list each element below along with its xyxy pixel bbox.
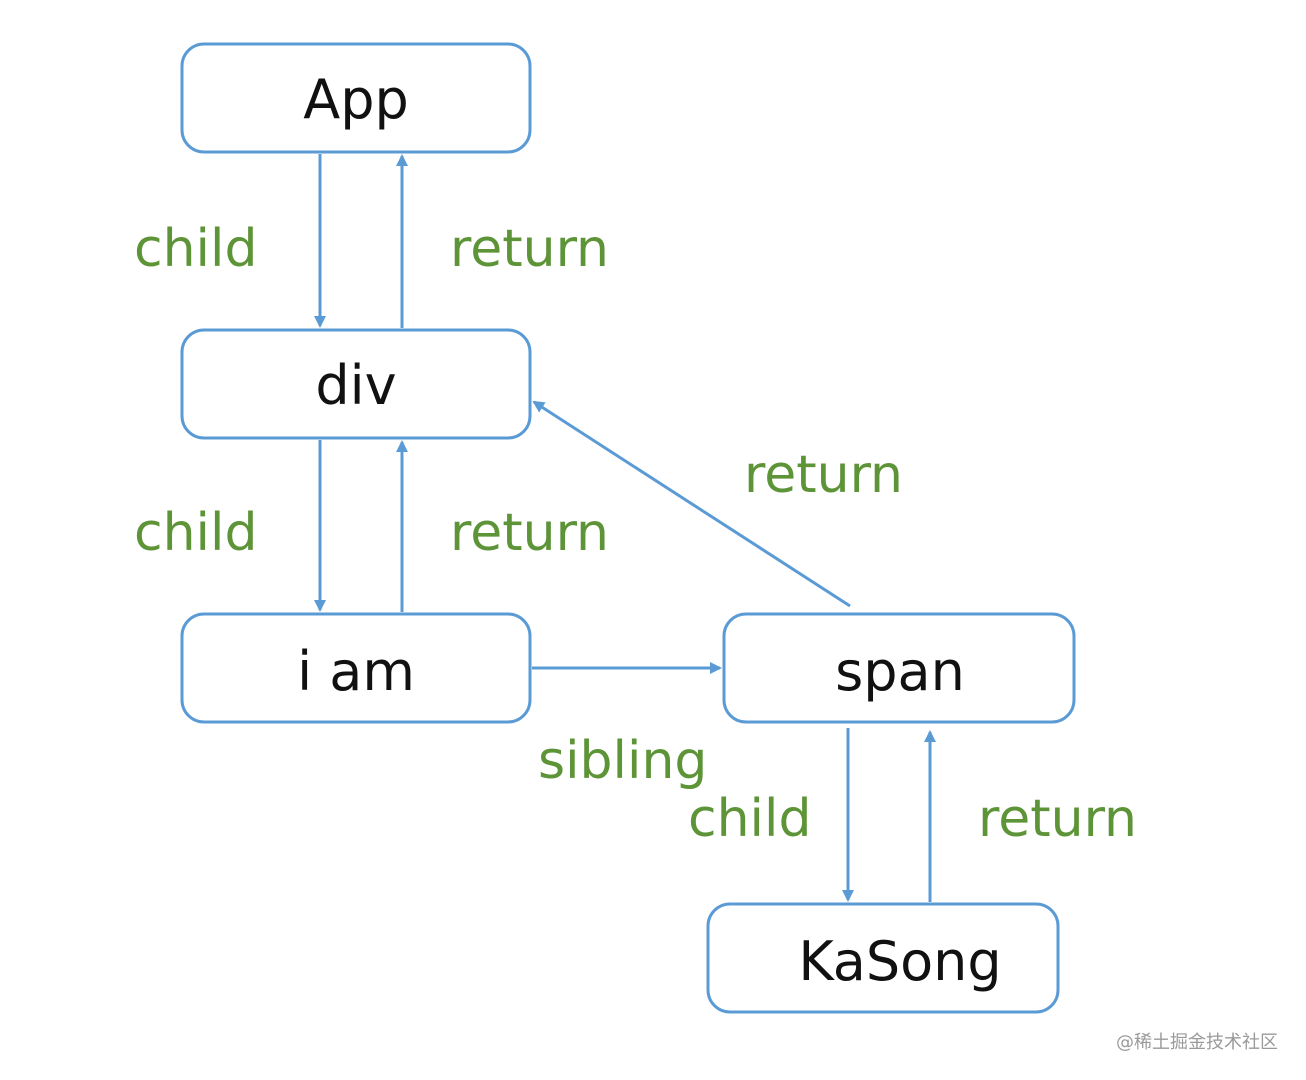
node-div-label: div xyxy=(315,354,396,417)
node-span: span xyxy=(722,612,1076,724)
node-app-label: App xyxy=(303,68,409,131)
edge-label-div-app-return: return xyxy=(450,219,609,279)
node-kasong: KaSong xyxy=(706,902,1060,1014)
arrow-span-to-div-return xyxy=(532,400,851,608)
node-div: div xyxy=(180,328,532,440)
edge-label-span-kasong-child: child xyxy=(688,789,811,849)
node-app: App xyxy=(180,42,532,154)
edge-label-iam-div-return: return xyxy=(450,503,609,563)
watermark: @稀土掘金技术社区 xyxy=(1116,1032,1278,1053)
node-i-am: i am xyxy=(180,612,532,724)
edge-label-div-iam-child: child xyxy=(134,503,257,563)
edge-label-app-div-child: child xyxy=(134,219,257,279)
edge-label-span-div-return: return xyxy=(744,445,903,505)
node-span-label: span xyxy=(835,640,965,703)
edge-label-kasong-span-return: return xyxy=(978,789,1137,849)
edge-label-iam-span-sibling: sibling xyxy=(538,731,707,791)
node-kasong-label: KaSong xyxy=(798,930,1001,993)
node-i-am-label: i am xyxy=(297,640,415,703)
